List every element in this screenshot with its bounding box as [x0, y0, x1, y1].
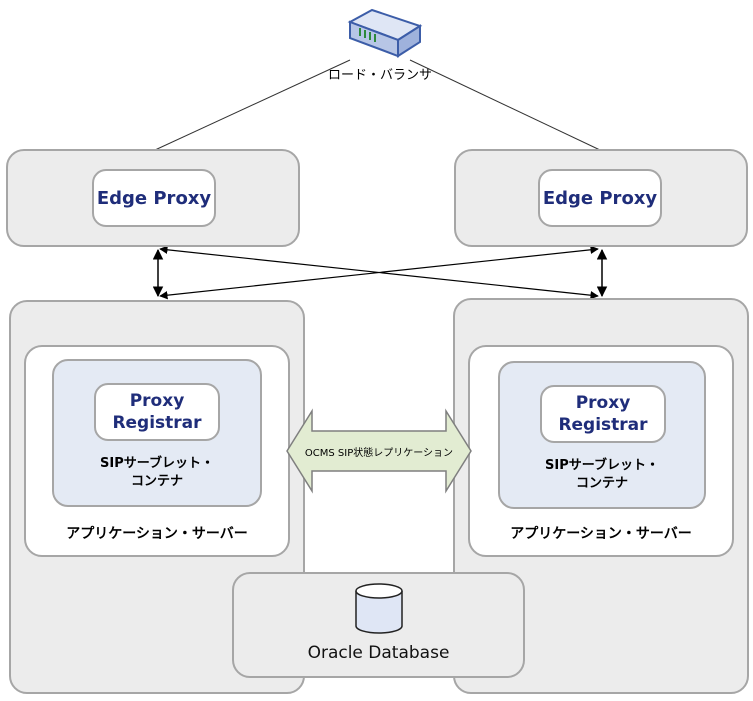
edge-proxy-label-right: Edge Proxy [538, 169, 662, 227]
edge-proxy-label-left: Edge Proxy [92, 169, 216, 227]
app-server-inner-right: Proxy Registrar SIPサーブレット・ コンテナ アプリケーション… [468, 345, 734, 557]
app-server-node-left: Proxy Registrar SIPサーブレット・ コンテナ アプリケーション… [9, 300, 305, 694]
app-server-label-left: アプリケーション・サーバー [66, 526, 248, 542]
edge-proxy-node-right: Edge Proxy [454, 149, 748, 247]
replication-label: OCMS SIP状態レプリケーション [304, 448, 454, 459]
lb-line-right [409, 59, 601, 151]
app-server-node-right: Proxy Registrar SIPサーブレット・ コンテナ アプリケーション… [453, 298, 749, 694]
sip-container-left: Proxy Registrar SIPサーブレット・ コンテナ [52, 359, 262, 507]
proxy-registrar-left: Proxy Registrar [94, 383, 220, 441]
sip-container-right: Proxy Registrar SIPサーブレット・ コンテナ [498, 361, 706, 509]
load-balancer-label: ロード・バランサ [327, 68, 432, 83]
app-server-label-right: アプリケーション・サーバー [510, 526, 692, 542]
lb-line-left [154, 59, 351, 151]
sip-container-label-right: SIPサーブレット・ コンテナ [545, 458, 659, 491]
app-server-inner-left: Proxy Registrar SIPサーブレット・ コンテナ アプリケーション… [24, 345, 290, 557]
database-label: Oracle Database [307, 643, 450, 663]
edge-proxy-node-left: Edge Proxy [6, 149, 300, 247]
sip-container-label-left: SIPサーブレット・ コンテナ [100, 456, 214, 489]
proxy-registrar-right: Proxy Registrar [540, 385, 666, 443]
arrow-cross-up [159, 245, 599, 300]
